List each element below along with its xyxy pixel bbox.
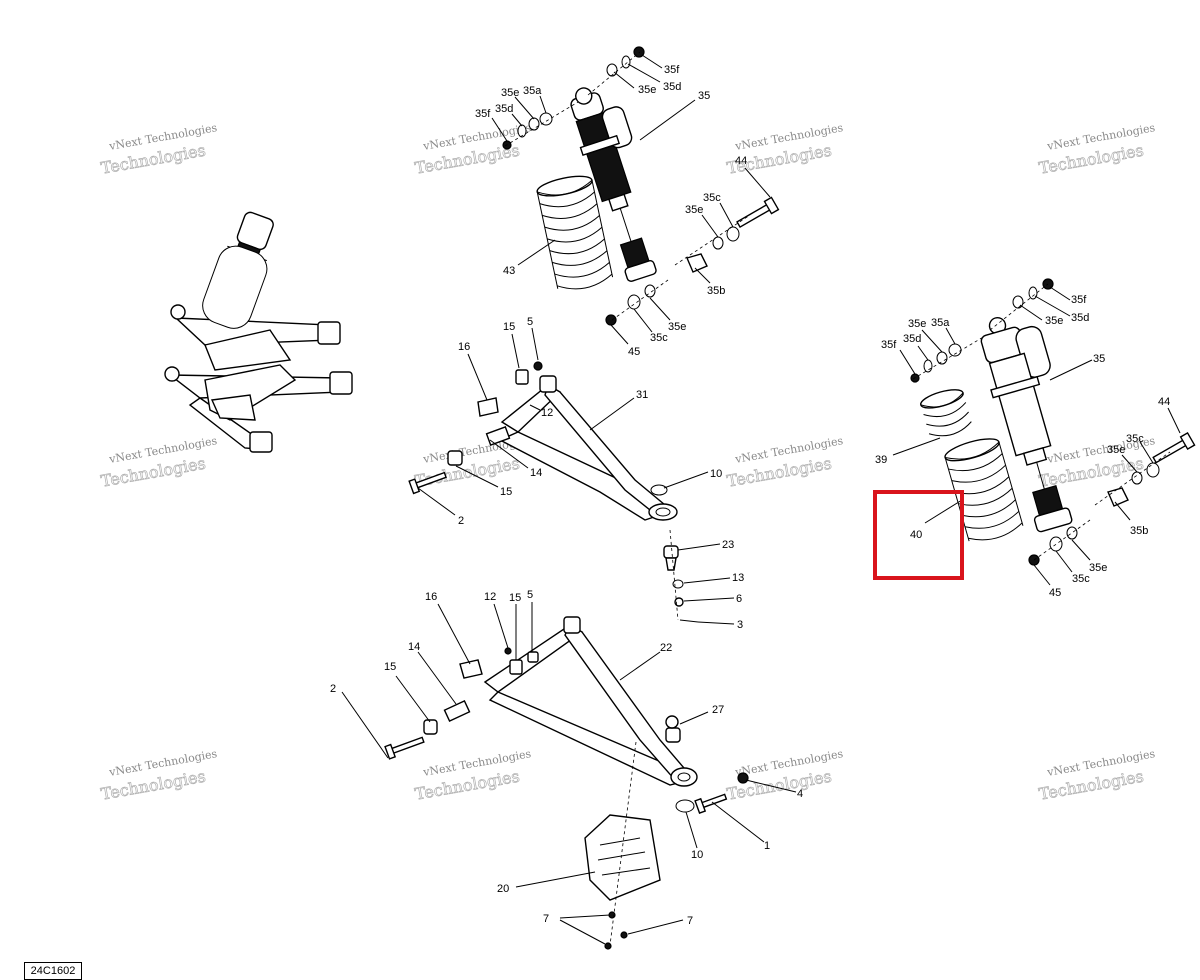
part-label: 27 [712,704,724,716]
part-label: 16 [458,341,470,353]
part-label: 14 [408,641,420,653]
part-label: 44 [735,155,747,167]
part-label: 15 [509,592,521,604]
watermark: vNext Technologies Technologies [413,747,532,804]
part-label: 5 [527,316,533,328]
part-label: 35f [475,108,491,120]
part-label: 45 [628,346,640,358]
front-shock-absorber [502,46,780,326]
diagram-code-label: 24C1602 [24,962,82,980]
part-label: 35e [1107,444,1125,456]
part-label: 6 [736,593,742,605]
part-label: 35e [1089,562,1107,574]
part-label: 35f [881,339,897,351]
part-label: 35a [931,317,950,329]
watermark: vNext Technologies Technologies [725,434,844,491]
part-label: 7 [543,913,549,925]
part-label: 40 [910,529,922,541]
part-label: 2 [330,683,336,695]
part-label: 35b [1130,525,1148,537]
part-label: 31 [636,389,648,401]
part-label: 35c [1072,573,1090,585]
part-label: 4 [797,788,803,800]
highlight-box-part-40 [873,490,964,580]
part-label: 39 [875,454,887,466]
part-label: 15 [500,486,512,498]
part-label: 15 [503,321,515,333]
watermark: vNext Technologies Technologies [1037,121,1156,178]
part-label: 13 [732,572,744,584]
lower-a-arm [384,616,749,950]
part-label: 35 [1093,353,1105,365]
part-label: 44 [1158,396,1170,408]
watermark: vNext Technologies Technologies [725,121,844,178]
coil-spring-40 [944,438,1024,542]
part-label: 35f [664,64,680,76]
watermark: vNext Technologies Technologies [99,121,218,178]
part-labels: 35f 35e 35d 35 35e 35a 35d 35f 44 35c 35… [330,64,1170,927]
part-label: 12 [484,591,496,603]
part-label: 12 [541,407,553,419]
part-label: 45 [1049,587,1061,599]
part-label: 35d [663,81,681,93]
part-label: 3 [737,619,743,631]
part-label: 1 [764,840,770,852]
part-label: 35e [501,87,519,99]
part-label: 35c [650,332,668,344]
part-label: 23 [722,539,734,551]
part-label: 10 [710,468,722,480]
part-label: 22 [660,642,672,654]
part-label: 43 [503,265,515,277]
part-label: 35 [698,90,710,102]
watermark: vNext Technologies Technologies [1037,747,1156,804]
part-label: 2 [458,515,464,527]
part-label: 35d [495,103,513,115]
part-label: 35b [707,285,725,297]
part-label: 16 [425,591,437,603]
watermark: vNext Technologies Technologies [99,747,218,804]
part-label: 35d [1071,312,1089,324]
part-label: 35e [668,321,686,333]
part-label: 35d [903,333,921,345]
part-label: 7 [687,915,693,927]
part-label: 35e [638,84,656,96]
part-label: 35e [685,204,703,216]
part-label: 20 [497,883,509,895]
leader-lines [341,54,1181,945]
part-label: 35f [1071,294,1087,306]
part-label: 5 [527,589,533,601]
part-label: 35e [908,318,926,330]
part-label: 14 [530,467,542,479]
part-label: 35a [523,85,542,97]
part-label: 35e [1045,315,1063,327]
part-label: 35c [703,192,721,204]
watermark: vNext Technologies Technologies [413,121,532,178]
part-label: 35c [1126,433,1144,445]
part-label: 15 [384,661,396,673]
coil-spring-43 [536,175,614,290]
coil-spring-39 [920,389,972,437]
assembled-suspension-overview [164,211,353,453]
upper-a-arm [408,361,699,623]
watermark: vNext Technologies Technologies [99,434,218,491]
part-label: 10 [691,849,703,861]
rear-shock-absorber [910,278,1196,566]
